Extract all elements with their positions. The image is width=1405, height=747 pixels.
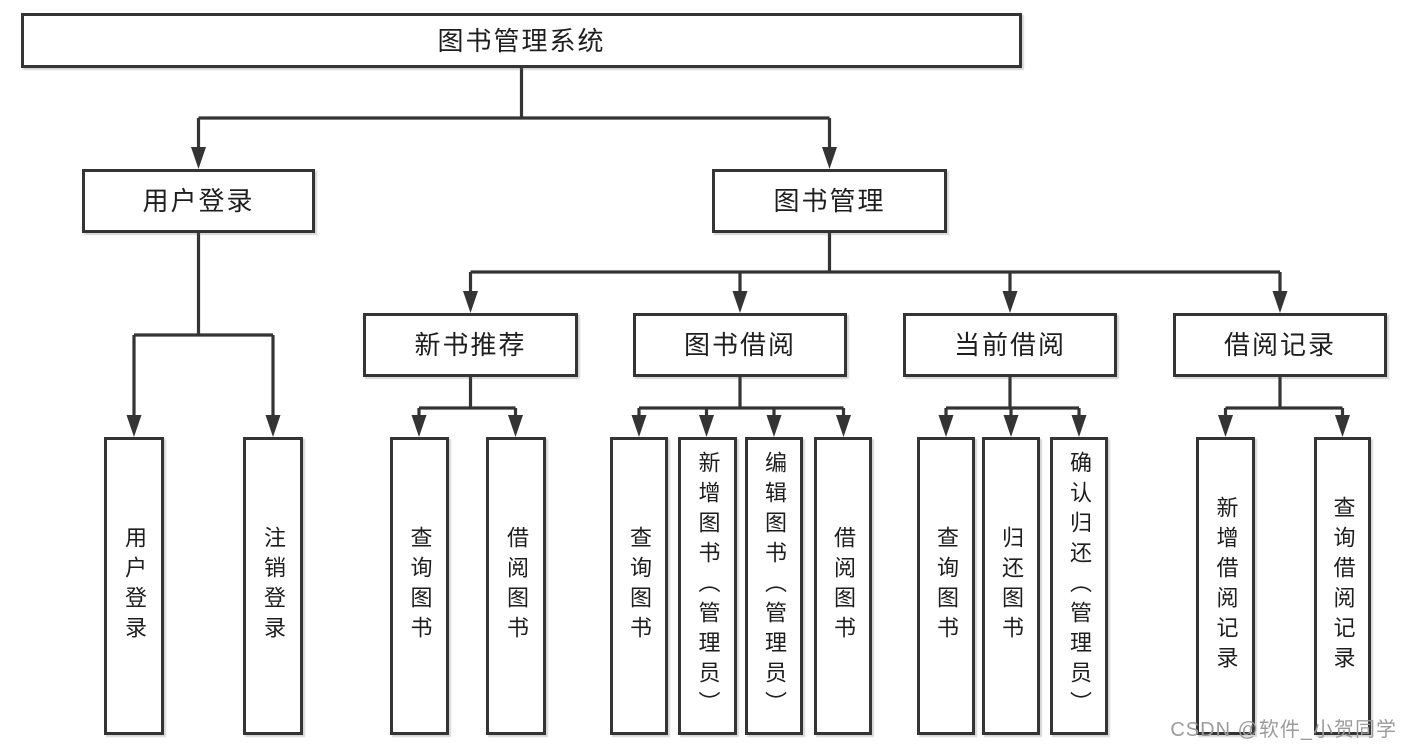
- leaf-bb-query-books: 查询图书: [610, 437, 668, 735]
- node-book-management-label: 图书管理: [773, 186, 886, 216]
- leaf-nb-borrow-books: 借阅图书: [486, 437, 546, 735]
- leaf-nb-borrow-books-label: 借阅图书: [504, 526, 529, 646]
- node-user-login: 用户登录: [82, 169, 315, 233]
- node-new-book-recommend: 新书推荐: [363, 313, 578, 377]
- node-book-management: 图书管理: [712, 169, 947, 233]
- node-root-system: 图书管理系统: [21, 13, 1022, 68]
- leaf-br-add-record: 新增借阅记录: [1196, 437, 1255, 735]
- leaf-bb-add-books-admin: 新增图书（管理员）: [678, 437, 737, 735]
- node-borrow-records: 借阅记录: [1173, 313, 1387, 377]
- node-borrow-records-label: 借阅记录: [1223, 330, 1336, 360]
- leaf-cb-query-books-label: 查询图书: [934, 526, 959, 646]
- leaf-cb-confirm-return-admin: 确认归还（管理员）: [1050, 437, 1108, 735]
- leaf-cb-query-books: 查询图书: [917, 437, 975, 735]
- leaf-cb-confirm-return-admin-label: 确认归还（管理员）: [1067, 451, 1092, 721]
- leaf-br-add-record-label: 新增借阅记录: [1213, 496, 1239, 676]
- node-user-login-label: 用户登录: [142, 186, 255, 216]
- leaf-user-login: 用户登录: [104, 437, 164, 735]
- leaf-nb-query-books-label: 查询图书: [407, 526, 433, 646]
- csdn-watermark: CSDN @软件_小贺同学: [1170, 719, 1397, 741]
- leaf-cb-return-books-label: 归还图书: [999, 526, 1024, 646]
- leaf-nb-query-books: 查询图书: [390, 437, 449, 735]
- node-book-borrow: 图书借阅: [633, 313, 847, 377]
- leaf-logout-label: 注销登录: [261, 526, 286, 646]
- leaf-br-query-record: 查询借阅记录: [1314, 437, 1371, 735]
- leaf-br-query-record-label: 查询借阅记录: [1330, 496, 1356, 676]
- node-current-borrow-label: 当前借阅: [953, 330, 1066, 360]
- node-root-system-label: 图书管理系统: [437, 25, 606, 56]
- leaf-bb-borrow-books: 借阅图书: [814, 437, 872, 735]
- node-new-book-recommend-label: 新书推荐: [414, 330, 527, 360]
- leaf-bb-edit-books-admin: 编辑图书（管理员）: [745, 437, 803, 735]
- node-book-borrow-label: 图书借阅: [683, 330, 796, 360]
- leaf-bb-borrow-books-label: 借阅图书: [831, 526, 856, 646]
- leaf-cb-return-books: 归还图书: [982, 437, 1040, 735]
- leaf-logout: 注销登录: [243, 437, 303, 735]
- leaf-bb-add-books-admin-label: 新增图书（管理员）: [695, 451, 721, 721]
- leaf-bb-query-books-label: 查询图书: [627, 526, 652, 646]
- node-current-borrow: 当前借阅: [903, 313, 1117, 377]
- leaf-user-login-label: 用户登录: [122, 526, 147, 646]
- leaf-bb-edit-books-admin-label: 编辑图书（管理员）: [762, 451, 787, 721]
